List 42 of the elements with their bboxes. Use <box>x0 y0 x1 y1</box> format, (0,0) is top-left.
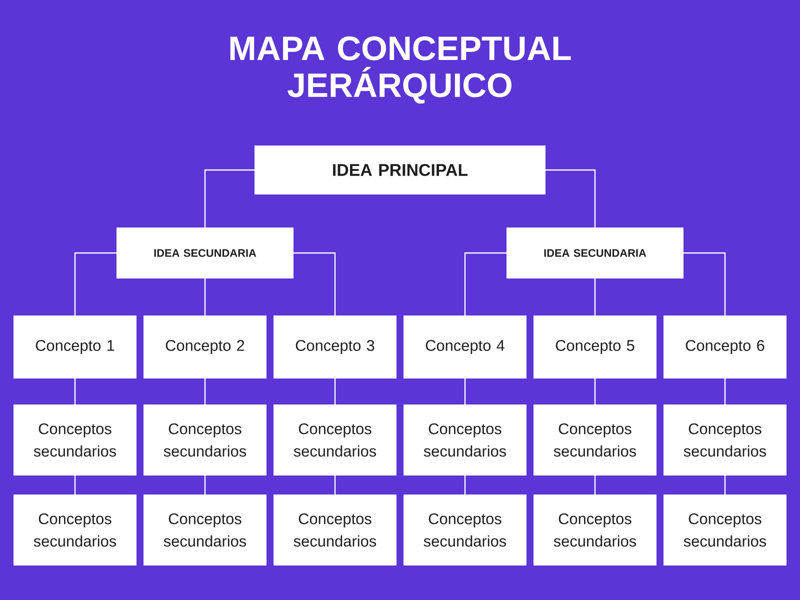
subconcept-box: Conceptos secundarios <box>404 404 526 476</box>
connector-line <box>464 378 466 404</box>
subconcept-box: Conceptos secundarios <box>14 404 136 476</box>
connector-line <box>204 278 206 316</box>
subconcept-box: Conceptos secundarios <box>534 404 656 476</box>
connector-line <box>74 378 76 404</box>
connector-line <box>724 476 726 494</box>
connector-line <box>204 378 206 404</box>
connector-line <box>724 378 726 404</box>
connector-line <box>594 378 596 404</box>
connector-line <box>204 476 206 494</box>
concept-box: Concepto 5 <box>534 316 656 378</box>
connector-line <box>334 378 336 404</box>
connector-line <box>74 252 116 316</box>
connector-line <box>294 252 336 316</box>
subconcept-box: Conceptos secundarios <box>534 494 656 566</box>
connector-line <box>594 476 596 494</box>
subconcept-box: Conceptos secundarios <box>274 404 396 476</box>
subconcept-box: Conceptos secundarios <box>144 494 266 566</box>
subconcept-box: Conceptos secundarios <box>144 404 266 476</box>
secondary-idea-box: IDEA SECUNDARIA <box>506 228 684 278</box>
concept-box: Concepto 2 <box>144 316 266 378</box>
subconcept-box: Conceptos secundarios <box>274 494 396 566</box>
secondary-idea-box: IDEA SECUNDARIA <box>116 228 294 278</box>
connector-line <box>464 476 466 494</box>
connector-line <box>684 252 726 316</box>
subconcept-box: Conceptos secundarios <box>14 494 136 566</box>
concept-box: Concepto 6 <box>664 316 786 378</box>
concept-box: Concepto 4 <box>404 316 526 378</box>
main-idea-box: IDEA PRINCIPAL <box>254 146 546 194</box>
title: MAPA CONCEPTUAL JERÁRQUICO <box>230 36 571 104</box>
connector-line <box>334 476 336 494</box>
connector-line <box>74 476 76 494</box>
subconcept-box: Conceptos secundarios <box>664 494 786 566</box>
subconcept-box: Conceptos secundarios <box>664 404 786 476</box>
concept-box: Concepto 1 <box>14 316 136 378</box>
connector-line <box>464 252 506 316</box>
concept-box: Concepto 3 <box>274 316 396 378</box>
subconcept-box: Conceptos secundarios <box>404 494 526 566</box>
connector-line <box>594 278 596 316</box>
connector-line <box>204 169 254 228</box>
connector-line <box>546 169 596 228</box>
